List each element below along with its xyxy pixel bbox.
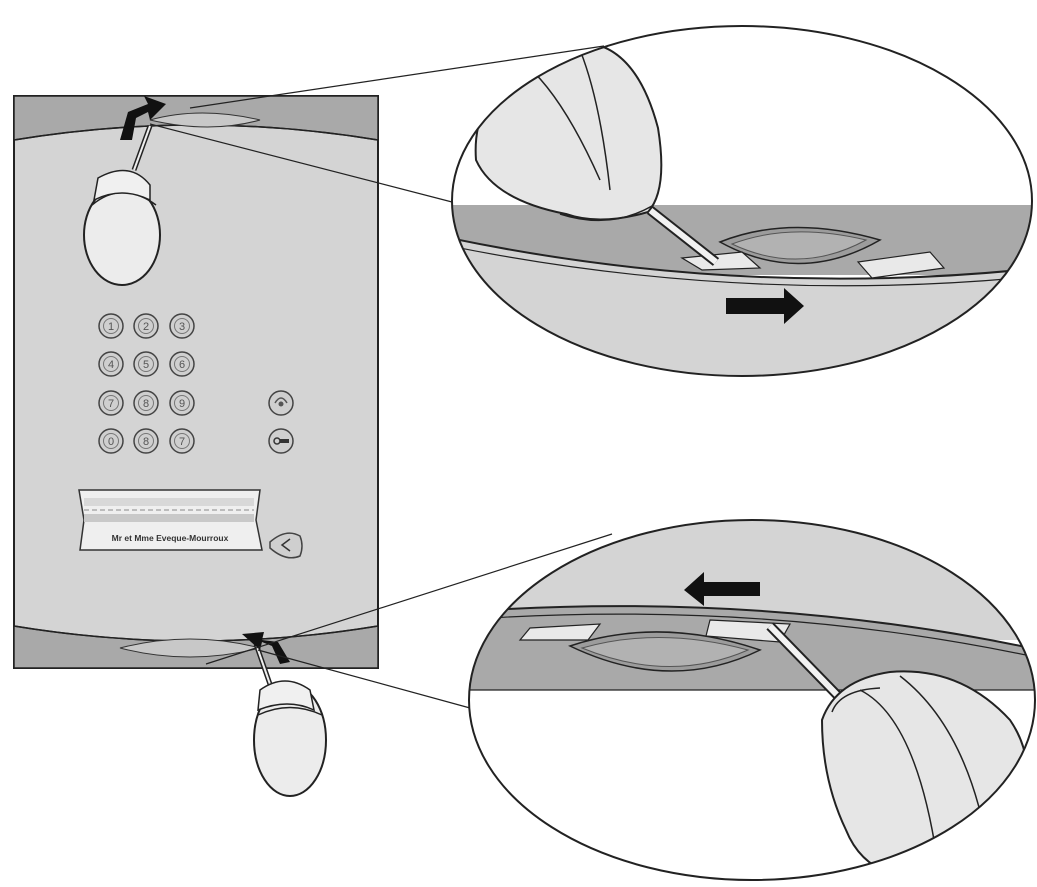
detail-zoom-top: [451, 25, 1033, 377]
call-button[interactable]: [269, 532, 303, 559]
bell-icon: [274, 397, 288, 407]
key-icon: [273, 437, 289, 445]
key-digit-3: 3: [179, 321, 185, 333]
chevron-left-icon: [280, 538, 291, 552]
key-digit-6: 6: [179, 359, 185, 371]
key-digit-1: 1: [108, 321, 114, 333]
screwdriver-bottom: [253, 643, 327, 797]
screwdriver-top: [83, 125, 161, 286]
direction-arrow-right: [726, 288, 804, 324]
key-digit-5: 5: [143, 359, 149, 371]
key-key[interactable]: [268, 428, 294, 454]
nameplate-label: Mr et Mme Eveque-Mourroux: [112, 533, 229, 543]
direction-arrow-left: [684, 572, 760, 606]
keypad-key[interactable]: 7: [169, 428, 195, 454]
callout-lines: [149, 45, 613, 709]
keypad-key[interactable]: 3: [169, 313, 195, 339]
key-digit-8: 8: [143, 398, 149, 410]
keypad-key[interactable]: 1: [98, 313, 124, 339]
keypad-key[interactable]: 5: [133, 351, 159, 377]
keypad-key[interactable]: 8: [133, 390, 159, 416]
keypad: 1 2 3 4 5 6 7 8: [98, 313, 294, 454]
keypad-key[interactable]: 4: [98, 351, 124, 377]
key-digit-0: 0: [108, 436, 114, 448]
key-digit-4: 4: [108, 359, 114, 371]
keypad-key[interactable]: 7: [98, 390, 124, 416]
key-digit-9: 9: [179, 398, 185, 410]
key-digit-2: 2: [143, 321, 149, 333]
key-digit-12: 7: [179, 436, 185, 448]
keypad-key[interactable]: 8: [133, 428, 159, 454]
keypad-key[interactable]: 2: [133, 313, 159, 339]
keypad-key[interactable]: 9: [169, 390, 195, 416]
rotation-arrow-top: [120, 96, 166, 140]
nameplate: Mr et Mme Eveque-Mourroux: [78, 489, 263, 551]
key-digit-11: 8: [143, 436, 149, 448]
intercom-panel: [13, 95, 379, 669]
detail-zoom-bottom: [468, 519, 1036, 881]
keypad-key[interactable]: 6: [169, 351, 195, 377]
key-digit-7: 7: [108, 398, 114, 410]
bell-key[interactable]: [268, 390, 294, 416]
keypad-key[interactable]: 0: [98, 428, 124, 454]
